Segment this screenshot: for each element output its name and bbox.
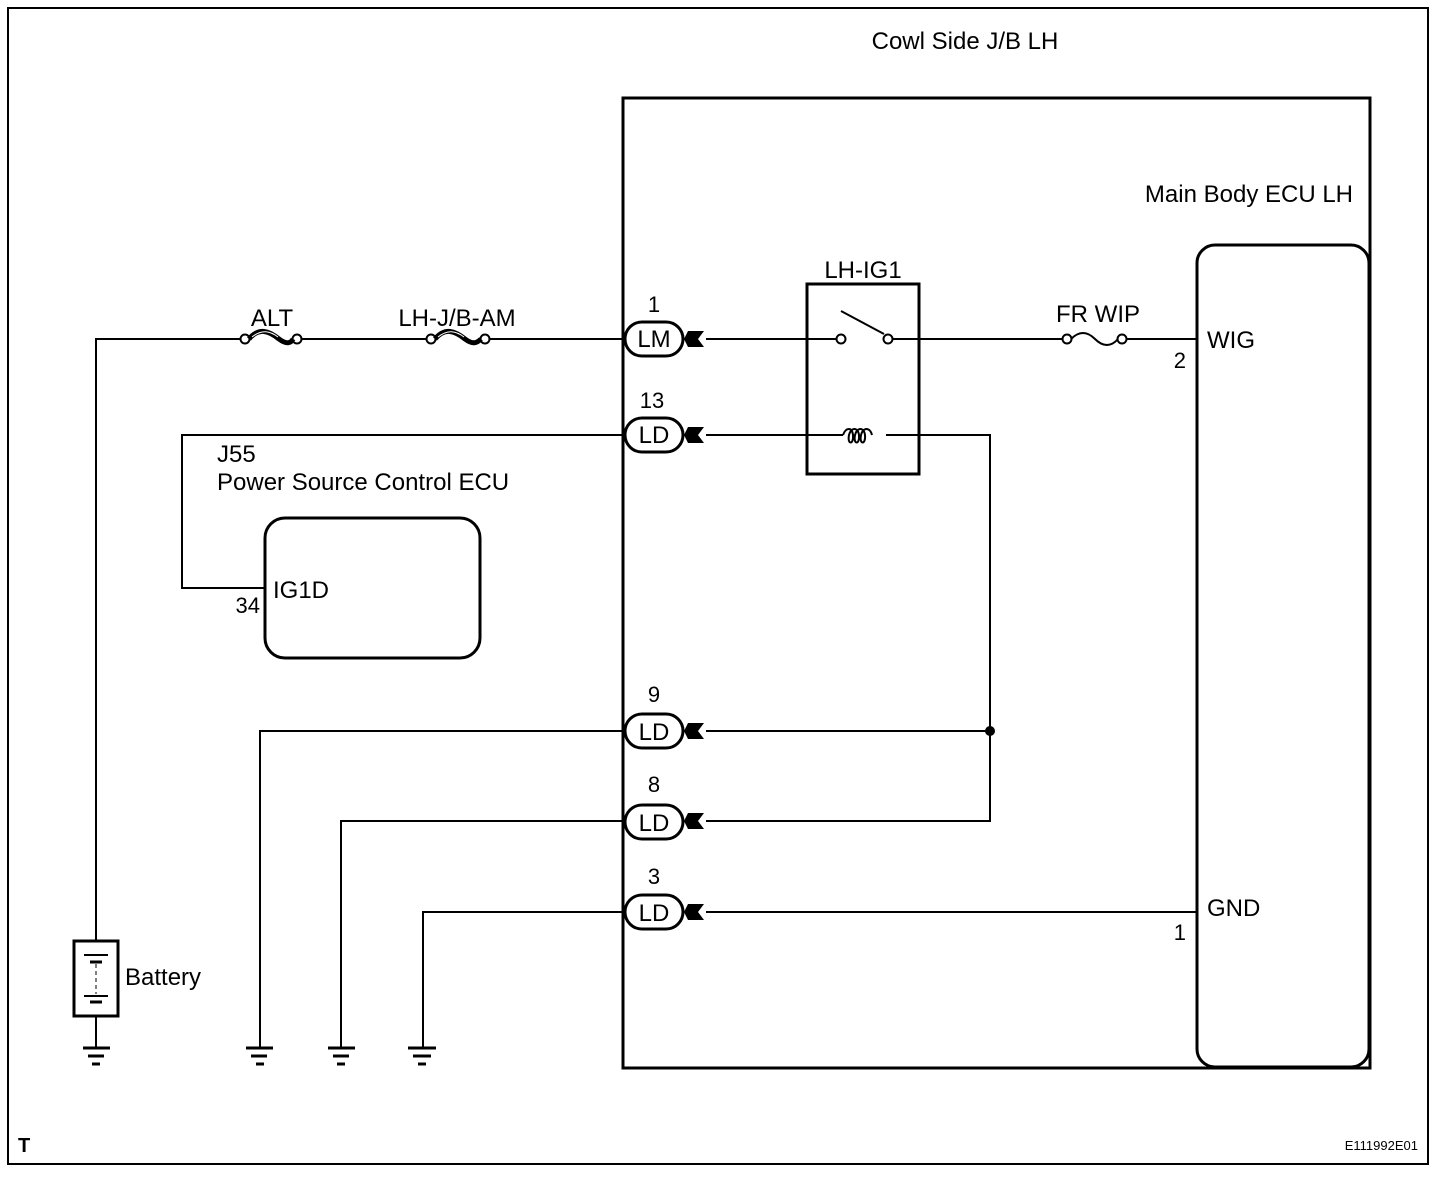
ground-icon (408, 1046, 436, 1066)
terminal-34-pin: 34 (236, 593, 260, 618)
fuse-fr-wip-icon (1061, 332, 1128, 346)
terminal-gnd-label: GND (1207, 895, 1260, 922)
fuse-lh-jb-am-label: LH-J/B-AM (398, 305, 515, 332)
wire-ld8-to-ground (340, 820, 625, 1047)
main-body-ecu-label: Main Body ECU LH (1145, 181, 1353, 208)
svg-text:LM: LM (637, 326, 670, 353)
fuse-lh-jb-am-icon (425, 329, 491, 346)
svg-text:LD: LD (639, 900, 670, 927)
connector-1-lm: LM 1 (623, 292, 704, 358)
fuse-alt-label: ALT (251, 305, 294, 332)
wire-ld3-to-ground (422, 911, 625, 1047)
relay-lh-ig1-label: LH-IG1 (824, 257, 901, 284)
connector-8-ld: LD 8 (623, 772, 704, 841)
connector-arrow-icon (684, 904, 704, 920)
ground-icon (246, 1046, 273, 1066)
terminal-wig-label: WIG (1207, 327, 1255, 354)
svg-text:9: 9 (648, 682, 660, 707)
ground-icon (83, 1046, 110, 1066)
connector-arrow-icon (684, 331, 704, 347)
svg-text:LD: LD (639, 719, 670, 746)
svg-text:LD: LD (639, 810, 670, 837)
corner-mark: T (18, 1135, 30, 1157)
power-source-ecu-label: Power Source Control ECU (217, 469, 509, 496)
terminal-ig1d-label: IG1D (273, 577, 329, 604)
terminal-wig-pin: 2 (1174, 348, 1186, 373)
terminal-gnd-pin: 1 (1174, 920, 1186, 945)
power-source-ecu-box (263, 516, 482, 660)
connector-arrow-icon (684, 723, 704, 739)
wire-ld9-to-ground (259, 730, 625, 1047)
connector-9-ld: LD 9 (623, 682, 704, 750)
j55-connector-id: J55 (217, 441, 256, 468)
ground-icon (328, 1046, 355, 1066)
diagram-frame (7, 7, 1429, 1165)
svg-text:LD: LD (639, 422, 670, 449)
relay-lh-ig1-box (805, 282, 921, 476)
fuse-fr-wip-label: FR WIP (1056, 301, 1140, 328)
fuse-alt-icon (239, 329, 303, 346)
wire-coil-to-ld8 (706, 434, 991, 822)
wire-battery-to-alt (95, 338, 243, 940)
connector-arrow-icon (684, 427, 704, 443)
svg-text:3: 3 (648, 864, 660, 889)
relay-switch-icon (835, 310, 894, 345)
connector-3-ld: LD 3 (623, 864, 704, 931)
battery-icon (72, 939, 120, 1018)
svg-text:1: 1 (648, 292, 660, 317)
connector-13-ld: LD 13 (623, 388, 704, 454)
cowl-side-jb-label: Cowl Side J/B LH (872, 28, 1059, 55)
battery-label: Battery (125, 964, 201, 991)
relay-coil-icon (842, 428, 873, 444)
main-body-ecu-box (1195, 243, 1371, 1069)
junction-dot (985, 726, 995, 736)
wire-ld13-to-ig1d (181, 434, 625, 589)
svg-text:13: 13 (640, 388, 664, 413)
figure-code: E111992E01 (1345, 1138, 1418, 1153)
svg-text:8: 8 (648, 772, 660, 797)
connector-arrow-icon (684, 813, 704, 829)
